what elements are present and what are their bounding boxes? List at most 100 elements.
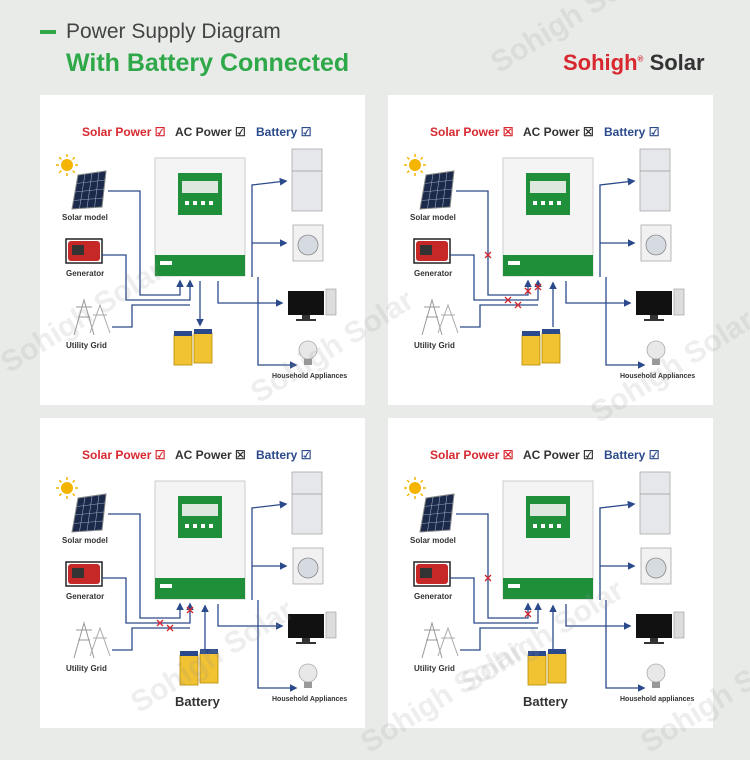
header-accent-bar: [40, 30, 56, 34]
status-ac-power: AC Power ☒: [175, 448, 246, 462]
solar-panel-icon: [419, 493, 455, 533]
brand-logo: Sohigh® Solar: [563, 50, 705, 75]
generator-icon: [65, 238, 103, 264]
status-solar-check-icon: ☑: [154, 125, 166, 139]
blocked-path-x-icon: [186, 606, 194, 614]
power-flow-diagram: [404, 471, 685, 692]
status-ac-power: AC Power ☑: [523, 448, 594, 462]
battery-icon: [179, 649, 219, 686]
washing-machine-icon: [292, 547, 324, 585]
power-flow-diagram: [56, 471, 337, 692]
generator-icon: [413, 238, 451, 264]
refrigerator-icon: [639, 471, 671, 535]
inverter-icon[interactable]: [502, 480, 594, 600]
light-bulb-icon: [646, 663, 666, 688]
status-battery-check-icon: ☑: [648, 448, 660, 462]
generator-icon: [65, 561, 103, 587]
power-flow-diagram: [404, 148, 685, 369]
label-solar-model: Solar model: [62, 536, 108, 545]
light-bulb-icon: [298, 340, 318, 365]
label-generator: Generator: [414, 269, 453, 278]
status-solar-power: Solar Power ☒: [430, 448, 514, 462]
label-household-appliances: Household Appliances: [272, 696, 348, 703]
blocked-path-x-icon: [524, 610, 532, 618]
status-solar-check-icon: ☑: [154, 448, 166, 462]
status-battery: Battery ☑: [604, 448, 660, 462]
label-household-appliances: Household Appliances: [272, 373, 348, 380]
status-solar-power: Solar Power ☑: [82, 448, 166, 462]
panel-solar-battery: Solar Power ☑ AC Power ☒ Battery ☑ Solar mo…: [40, 418, 365, 728]
label-solar-model: Solar model: [62, 213, 108, 222]
inverter-icon[interactable]: [502, 157, 594, 277]
solar-panel-icon: [71, 493, 107, 533]
refrigerator-icon: [291, 148, 323, 212]
status-battery-check-icon: ☑: [300, 125, 312, 139]
label-solar-model: Solar model: [410, 536, 456, 545]
label-utility-grid: Utility Grid: [66, 664, 107, 673]
label-solar-model: Solar model: [410, 213, 456, 222]
utility-grid-tower-icon: [73, 298, 111, 336]
label-household-appliances: Household Appliances: [620, 373, 696, 380]
status-battery-check-icon: ☑: [300, 448, 312, 462]
status-ac-check-icon: ☑: [235, 125, 246, 139]
television-icon: [288, 611, 337, 644]
utility-grid-tower-icon: [73, 621, 111, 659]
battery-icon: [527, 649, 567, 686]
sun-icon: [56, 154, 78, 176]
status-ac-power: AC Power ☒: [523, 125, 594, 139]
page-title: Power Supply Diagram: [66, 20, 281, 43]
washing-machine-icon: [640, 224, 672, 262]
status-battery: Battery ☑: [256, 448, 312, 462]
label-battery: Battery: [523, 694, 568, 709]
light-bulb-icon: [646, 340, 666, 365]
inverter-icon[interactable]: [154, 480, 246, 600]
blocked-path-x-icon: [534, 283, 542, 291]
blocked-path-x-icon: [166, 624, 174, 632]
television-icon: [636, 288, 685, 321]
television-icon: [636, 611, 685, 644]
page-subtitle: With Battery Connected: [66, 49, 350, 77]
blocked-path-x-icon: [156, 619, 164, 627]
label-utility-grid: Utility Grid: [414, 664, 455, 673]
battery-icon: [521, 329, 561, 366]
status-ac-power: AC Power ☑: [175, 125, 246, 139]
status-battery-check-icon: ☑: [648, 125, 660, 139]
washing-machine-icon: [640, 547, 672, 585]
utility-grid-tower-icon: [421, 621, 459, 659]
sun-icon: [56, 477, 78, 499]
status-ac-check-icon: ☒: [583, 125, 594, 139]
label-utility-grid: Utility Grid: [414, 341, 455, 350]
power-flow-diagram: [56, 148, 337, 369]
status-solar-check-icon: ☒: [502, 448, 514, 462]
blocked-path-x-icon: [514, 301, 522, 309]
solar-panel-icon: [419, 170, 455, 210]
sun-icon: [404, 477, 426, 499]
blocked-path-x-icon: [484, 251, 492, 259]
utility-grid-tower-icon: [421, 298, 459, 336]
label-household-appliances: Household appliances: [620, 696, 695, 703]
blocked-path-x-icon: [504, 296, 512, 304]
television-icon: [288, 288, 337, 321]
light-bulb-icon: [298, 663, 318, 688]
status-solar-power: Solar Power ☑: [82, 125, 166, 139]
blocked-path-x-icon: [484, 574, 492, 582]
battery-icon: [173, 329, 213, 366]
panel-battery-only: Solar Power ☒ AC Power ☒ Battery ☑ Solar mo…: [388, 95, 713, 405]
status-battery: Battery ☑: [604, 125, 660, 139]
status-solar-check-icon: ☒: [502, 125, 514, 139]
panel-solar-ac-battery: Solar Power ☑ AC Power ☑ Battery ☑ Solar mo…: [40, 95, 365, 405]
label-generator: Generator: [66, 269, 105, 278]
status-ac-check-icon: ☒: [235, 448, 246, 462]
label-utility-grid: Utility Grid: [66, 341, 107, 350]
panel-ac-battery: Solar Power ☒ AC Power ☑ Battery ☑ Solar mo…: [388, 418, 713, 728]
status-battery: Battery ☑: [256, 125, 312, 139]
blocked-path-x-icon: [524, 287, 532, 295]
status-solar-power: Solar Power ☒: [430, 125, 514, 139]
solar-panel-icon: [71, 170, 107, 210]
sun-icon: [404, 154, 426, 176]
refrigerator-icon: [291, 471, 323, 535]
inverter-icon[interactable]: [154, 157, 246, 277]
label-generator: Generator: [414, 592, 453, 601]
status-ac-check-icon: ☑: [583, 448, 594, 462]
generator-icon: [413, 561, 451, 587]
